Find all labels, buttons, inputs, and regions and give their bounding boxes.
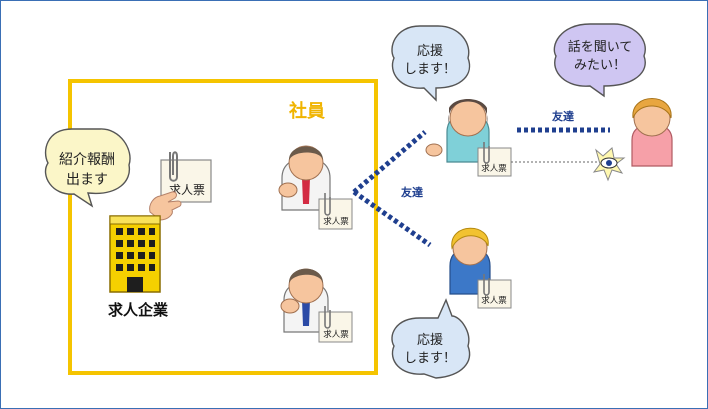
eye-icon bbox=[592, 147, 626, 182]
support-bottom-text-1: 応援 bbox=[417, 333, 443, 348]
friend-label-left: 友達 bbox=[401, 185, 423, 199]
employee-box bbox=[68, 79, 378, 375]
target-person-icon bbox=[631, 98, 673, 167]
want-to-hear-text-1: 話を聞いて bbox=[568, 39, 633, 55]
referral-fee-text-2: 出ます bbox=[66, 172, 108, 188]
support-top-text-1: 応援 bbox=[417, 44, 443, 59]
hand-pointer-icon bbox=[149, 191, 182, 221]
support-bubble-top: 応援 します！ bbox=[391, 25, 471, 102]
job-ticket-large-text: 求人票 bbox=[169, 183, 205, 197]
friend-label-right: 友達 bbox=[552, 109, 574, 123]
employees-title: 社員 bbox=[289, 100, 325, 122]
paperclip-icon bbox=[169, 151, 178, 182]
job-ticket-small-text: 求人票 bbox=[323, 329, 349, 340]
referral-fee-text-1: 紹介報酬 bbox=[59, 152, 115, 168]
job-ticket-small-icon: 求人票 bbox=[318, 193, 353, 230]
job-ticket-small-text: 求人票 bbox=[323, 216, 349, 227]
building-icon bbox=[109, 215, 161, 293]
friend-link-lower bbox=[352, 189, 432, 248]
want-to-hear-bubble: 話を聞いて みたい！ bbox=[553, 23, 646, 98]
company-label: 求人企業 bbox=[108, 301, 169, 319]
job-ticket-small-icon: 求人票 bbox=[318, 306, 353, 343]
referral-fee-bubble: 紹介報酬 出ます bbox=[44, 128, 131, 208]
employee-person-icon bbox=[278, 145, 331, 211]
support-bottom-text-2: します！ bbox=[404, 351, 456, 366]
job-ticket-small-icon: 求人票 bbox=[477, 274, 512, 309]
friend-link-upper bbox=[352, 130, 427, 194]
job-ticket-small-text: 求人票 bbox=[481, 163, 507, 174]
employee-person-icon bbox=[280, 268, 329, 333]
support-top-text-2: します！ bbox=[404, 62, 456, 77]
support-bubble-bottom: 応援 します！ bbox=[391, 298, 471, 379]
job-ticket-small-text: 求人票 bbox=[481, 295, 507, 306]
want-to-hear-text-2: みたい！ bbox=[574, 58, 626, 73]
